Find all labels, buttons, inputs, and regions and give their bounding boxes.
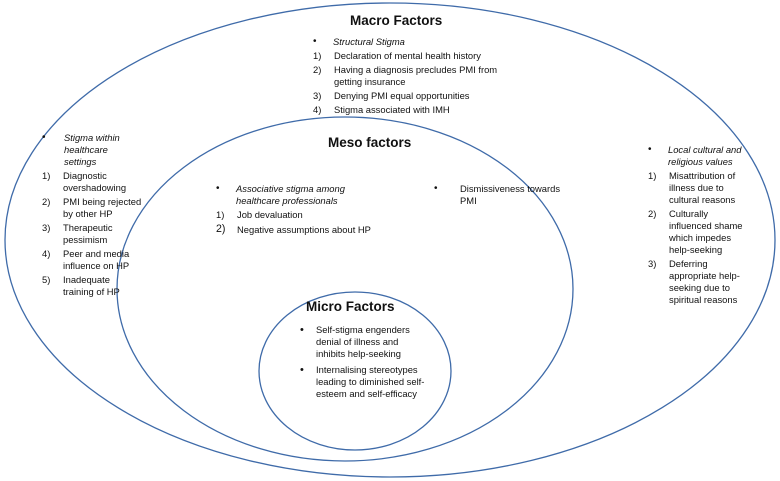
list-item: 3)Therapeutic pessimism bbox=[42, 222, 113, 245]
micro-title: Micro Factors bbox=[306, 299, 395, 314]
dismissiveness-block: Dismissiveness towards PMI bbox=[434, 183, 574, 208]
healthcare-stigma-block: Stigma within healthcare settings 1)Diag… bbox=[42, 132, 142, 298]
list-item: Self-stigma engenders denial of illness … bbox=[298, 324, 428, 360]
meso-ellipse bbox=[116, 116, 574, 462]
cultural-values-heading: Local cultural and religious values bbox=[648, 144, 744, 168]
list-item: 2)Negative assumptions about HP bbox=[216, 223, 371, 235]
micro-items-block: Self-stigma engenders denial of illness … bbox=[298, 324, 428, 404]
associative-stigma-block: Associative stigma among healthcare prof… bbox=[216, 183, 376, 236]
associative-stigma-heading: Associative stigma among healthcare prof… bbox=[216, 183, 376, 207]
meso-title: Meso factors bbox=[328, 135, 412, 150]
dismissiveness-item: Dismissiveness towards PMI bbox=[434, 183, 574, 207]
list-item: 2)Culturally influenced shame which impe… bbox=[648, 208, 743, 255]
list-item: 5)Inadequate training of HP bbox=[42, 274, 120, 297]
structural-stigma-block: Structural Stigma 1)Declaration of menta… bbox=[313, 36, 513, 116]
list-item: 3)Deferring appropriate help-seeking due… bbox=[648, 258, 740, 305]
list-item: 2)PMI being rejected by other HP bbox=[42, 196, 142, 219]
structural-stigma-heading: Structural Stigma bbox=[313, 36, 513, 48]
micro-ellipse bbox=[258, 291, 452, 451]
list-item: 3)Denying PMI equal opportunities bbox=[313, 90, 470, 101]
macro-ellipse bbox=[4, 2, 776, 478]
list-item: 4)Peer and media influence on HP bbox=[42, 248, 130, 271]
list-item: 1)Declaration of mental health history bbox=[313, 50, 481, 61]
healthcare-stigma-heading: Stigma within healthcare settings bbox=[42, 132, 142, 168]
list-item: 2)Having a diagnosis precludes PMI from … bbox=[313, 64, 498, 87]
macro-title: Macro Factors bbox=[350, 13, 443, 28]
list-item: 1)Misattribution of illness due to cultu… bbox=[648, 170, 736, 205]
list-item: 1)Diagnostic overshadowing bbox=[42, 170, 127, 193]
list-item: 1)Job devaluation bbox=[216, 209, 303, 220]
cultural-values-block: Local cultural and religious values 1)Mi… bbox=[648, 144, 744, 306]
list-item: 4)Stigma associated with IMH bbox=[313, 104, 450, 115]
list-item: Internalising stereotypes leading to dim… bbox=[298, 364, 428, 400]
